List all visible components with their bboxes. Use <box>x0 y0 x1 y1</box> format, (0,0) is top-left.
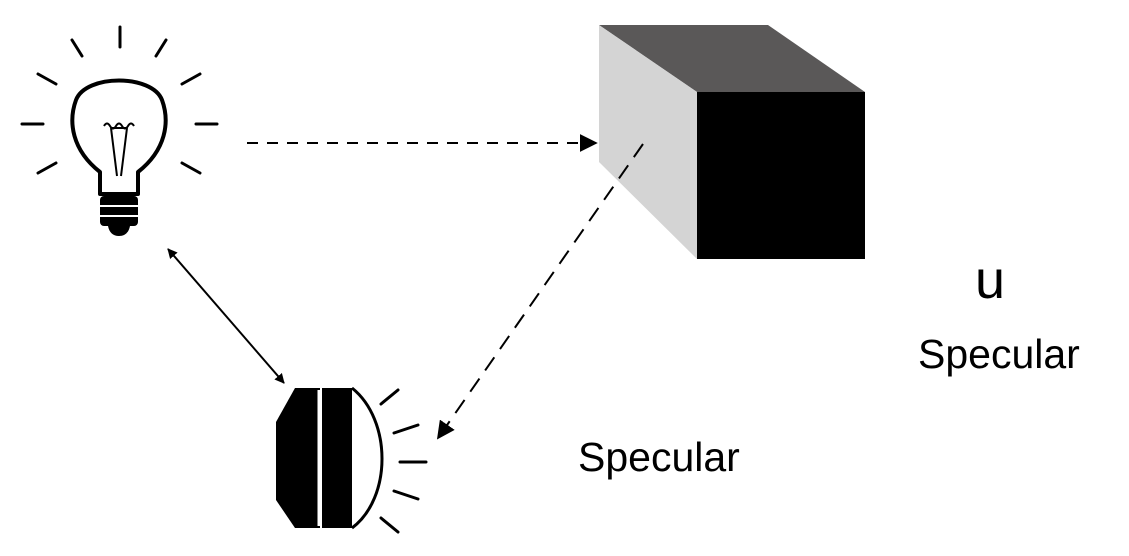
camera-body <box>276 388 320 528</box>
bulb-base <box>100 196 138 226</box>
direct-path-arrow <box>167 248 285 384</box>
cube-top <box>599 25 865 92</box>
cube-side <box>599 25 697 259</box>
bulb-filament <box>103 122 135 177</box>
camera-lens-curve <box>351 386 384 530</box>
cube-specular-label: Specular <box>918 331 1080 377</box>
light-bulb-icon <box>20 25 219 236</box>
reflected-ray-arrow <box>436 143 644 440</box>
camera-lens-icon <box>276 386 428 534</box>
light-rays <box>20 25 219 175</box>
cube-front <box>697 92 865 259</box>
camera-rays <box>379 388 428 534</box>
bulb-glass <box>70 78 168 196</box>
cube-symbol-label: u <box>975 250 1006 310</box>
camera-specular-label: Specular <box>578 434 740 480</box>
cube-icon <box>599 25 865 259</box>
camera-lens-front <box>322 388 352 528</box>
